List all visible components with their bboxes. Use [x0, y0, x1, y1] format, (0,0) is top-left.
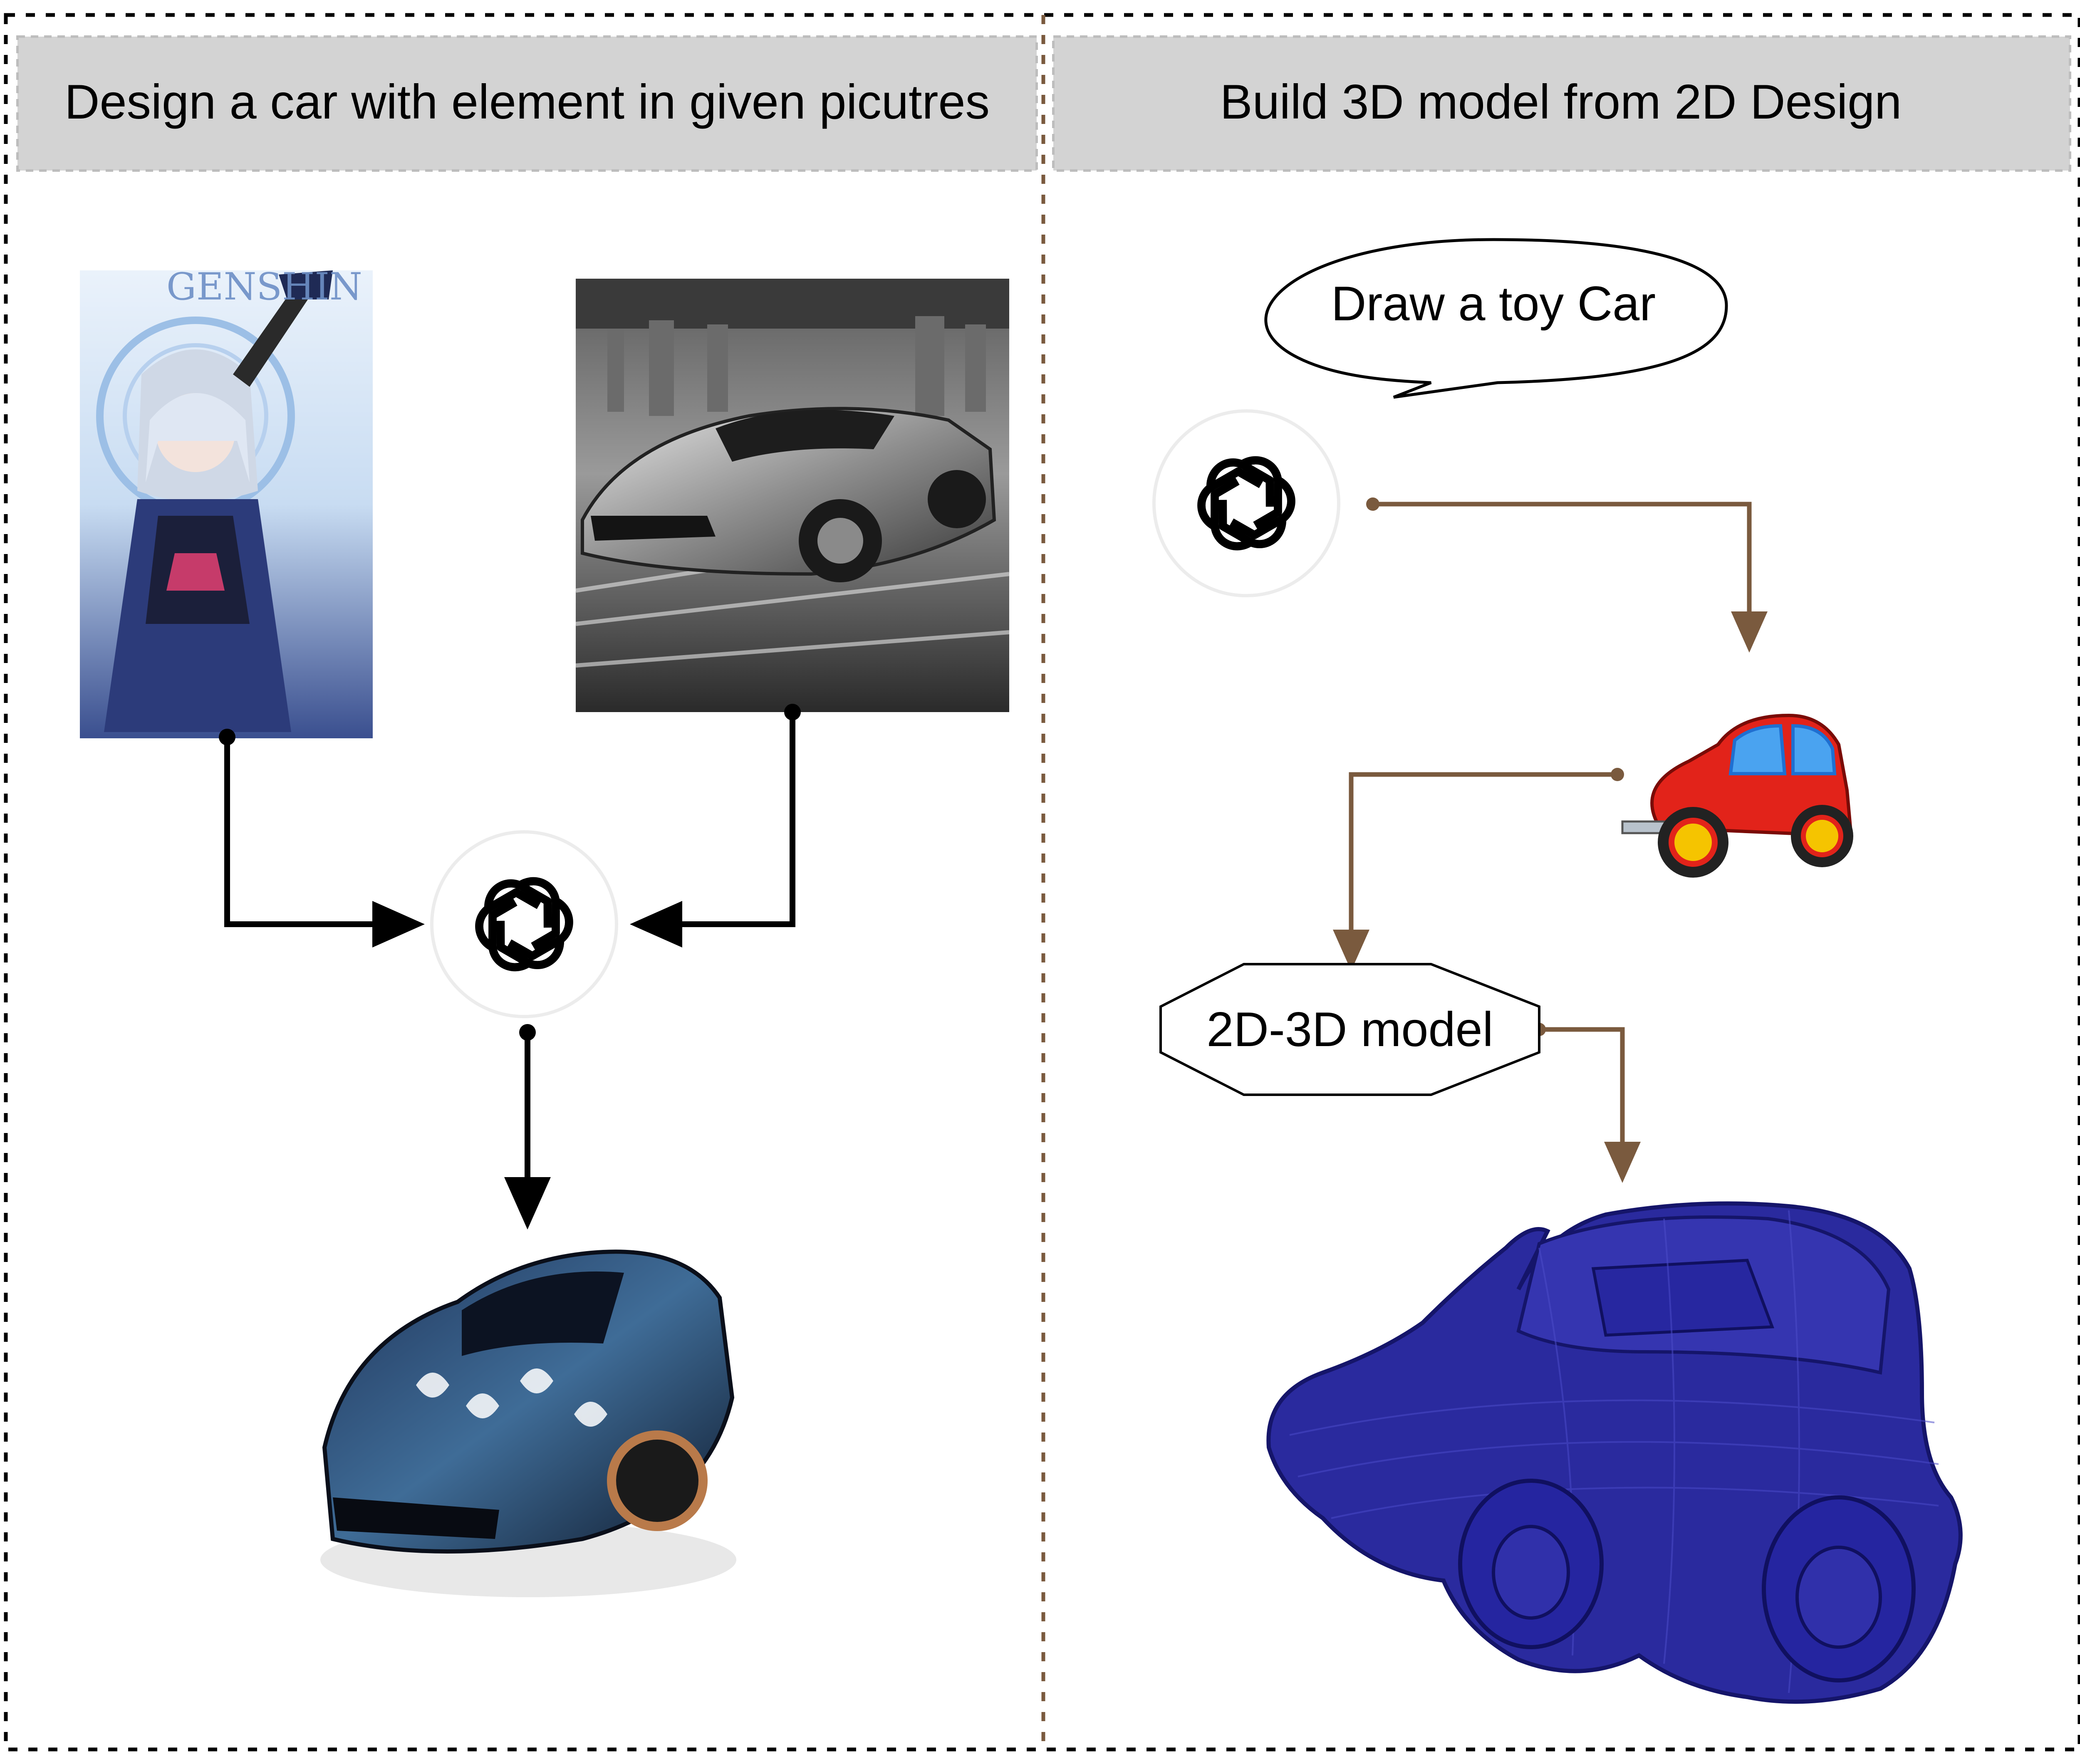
speech-bubble-text: Draw a toy Car: [1331, 276, 1656, 331]
left-header-bg: [16, 35, 1038, 172]
model-box: 2D-3D model: [1159, 963, 1540, 1096]
generated-car-image: [320, 1249, 736, 1597]
3d-mesh-car-image: [1266, 1201, 1963, 1704]
right-flow-arrows: [1333, 497, 1768, 1183]
right-header-bg: [1052, 35, 2071, 172]
speech-bubble: Draw a toy Car: [1264, 238, 1728, 399]
right-panel-title: Build 3D model from 2D Design: [1220, 74, 1902, 129]
left-flow-arrows: [219, 704, 801, 1230]
svg-text:GENSHIN: GENSHIN: [166, 265, 362, 309]
openai-logo-icon: [1152, 409, 1340, 597]
model-box-label: 2D-3D model: [1206, 1002, 1493, 1056]
sports-car-photo: [575, 279, 1010, 712]
left-panel-title: Design a car with element in given picut…: [64, 74, 990, 129]
toy-car-image: [1621, 713, 1853, 878]
outer-frame: [4, 13, 2080, 1752]
openai-logo-icon: [430, 830, 618, 1018]
anime-character-image: GENSHIN: [80, 265, 373, 738]
